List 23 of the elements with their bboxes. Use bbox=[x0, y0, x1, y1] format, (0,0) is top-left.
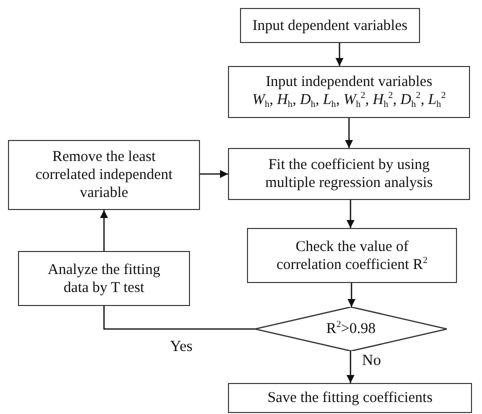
decision-diamond bbox=[255, 307, 447, 351]
process-box bbox=[18, 251, 190, 306]
node-text: Save the fitting coefficients bbox=[267, 389, 433, 407]
node-text: R$^{2}$>0.98 bbox=[326, 320, 376, 338]
process-box bbox=[240, 8, 420, 43]
arrow bbox=[336, 43, 344, 66]
process-box bbox=[247, 228, 457, 283]
node-text: Remove the least correlated independent variable bbox=[34, 148, 174, 202]
node-text: Input dependent variables bbox=[252, 16, 408, 34]
process-box bbox=[228, 383, 472, 413]
arrow bbox=[200, 170, 228, 178]
process-box bbox=[8, 140, 200, 210]
node-text: Fit the coefficient by using multiple regression analysis bbox=[264, 156, 434, 192]
node-text: Analyze the fitting data by T test bbox=[46, 260, 162, 296]
node-text: Input independent variables bbox=[266, 73, 432, 92]
arrow bbox=[346, 200, 354, 228]
arrow bbox=[346, 351, 354, 383]
process-box bbox=[228, 148, 470, 200]
arrow bbox=[345, 118, 353, 148]
process-box bbox=[228, 66, 470, 118]
node-text: Check the value of correlation coefficient R$^{2}$ bbox=[276, 238, 428, 274]
arrow bbox=[100, 210, 108, 251]
arrow bbox=[348, 283, 356, 307]
